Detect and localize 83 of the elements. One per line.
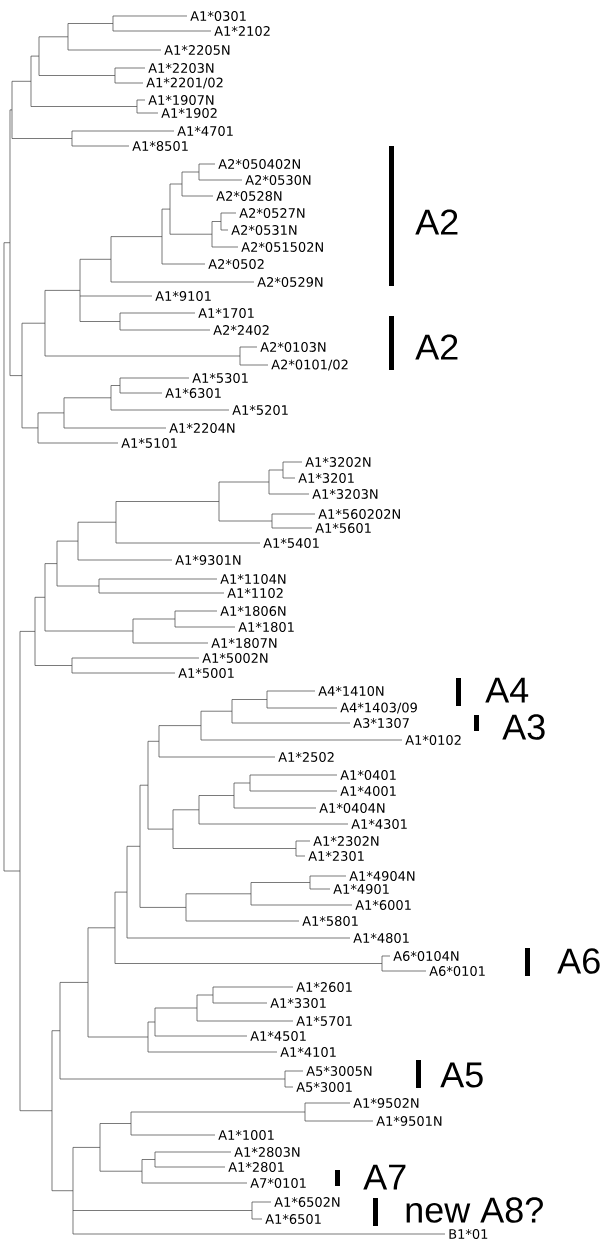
leaf-label: A1*5401 <box>263 538 319 548</box>
leaf-label: A1*1907N <box>148 95 214 105</box>
clade-label: A2 <box>415 334 458 360</box>
leaf-label: B1*01 <box>449 1229 488 1239</box>
leaf-label: A1*3301 <box>270 998 326 1008</box>
clade-label: A4 <box>485 677 529 703</box>
leaf-label: A1*1104N <box>220 574 286 584</box>
leaf-label: A1*3203N <box>312 489 378 499</box>
leaf-label: A1*2301 <box>308 851 364 861</box>
leaf-label: A4*1403/09 <box>340 702 417 714</box>
leaf-label: A1*5601 <box>315 523 371 533</box>
leaf-label: A1*4801 <box>353 933 409 943</box>
clade-label: A7 <box>363 1164 406 1190</box>
clade-label: A6 <box>557 948 600 974</box>
leaf-label: A1*1902 <box>161 108 217 118</box>
leaf-label: A3*1307 <box>353 718 409 728</box>
leaf-label: A1*4901 <box>333 884 389 894</box>
leaf-label: A1*6501 <box>265 1214 321 1224</box>
leaf-label: A1*0102 <box>405 735 461 745</box>
leaf-label: A1*4301 <box>351 819 407 829</box>
leaf-label: A1*1806N <box>220 606 286 616</box>
leaf-label: A1*0404N <box>319 803 385 813</box>
clade-label: A2 <box>415 209 458 235</box>
leaf-label: A2*0527N <box>239 208 305 218</box>
leaf-label: A1*5801 <box>302 916 358 926</box>
leaf-label: A7*0101 <box>250 1178 306 1188</box>
leaf-label: A6*0104N <box>393 951 459 961</box>
leaf-label: A1*5101 <box>121 438 177 448</box>
leaf-label: A1*0301 <box>190 11 246 21</box>
leaf-label: A2*2402 <box>213 325 269 335</box>
leaf-label: A1*6301 <box>165 388 221 398</box>
leaf-label: A2*0529N <box>257 277 323 287</box>
leaf-label: A1*1807N <box>211 638 277 648</box>
leaf-label: A1*1701 <box>198 308 254 318</box>
leaf-label: A1*2204N <box>169 423 235 433</box>
leaf-label: A1*0401 <box>340 770 396 780</box>
leaf-label: A1*2201/02 <box>146 77 223 89</box>
leaf-label: A1*9301N <box>175 555 241 565</box>
clade-label: A3 <box>502 714 545 740</box>
leaf-label: A2*0502 <box>208 259 264 269</box>
leaf-label: A1*4904N <box>349 871 415 881</box>
leaf-label: A5*3001 <box>296 1082 352 1092</box>
leaf-label: A2*0528N <box>216 191 282 201</box>
leaf-label: A1*4001 <box>340 786 396 796</box>
leaf-label: A1*2203N <box>148 63 214 73</box>
leaf-label: A2*0530N <box>245 175 311 185</box>
leaf-label: A1*6001 <box>355 900 411 910</box>
leaf-label: A1*5301 <box>192 373 248 383</box>
leaf-label: A1*1001 <box>218 1130 274 1140</box>
leaf-label: A1*2302N <box>313 836 379 846</box>
leaf-label: A2*050402N <box>218 159 300 169</box>
leaf-label: A1*2801 <box>228 1162 284 1172</box>
leaf-label: A2*051502N <box>241 242 323 252</box>
leaf-label: A2*0101/02 <box>271 359 348 371</box>
leaf-label: A1*1801 <box>238 622 294 632</box>
leaf-label: A1*2803N <box>234 1147 300 1157</box>
leaf-label: A6*0101 <box>429 966 485 976</box>
leaf-label: A2*0531N <box>231 225 297 235</box>
leaf-label: A5*3005N <box>306 1066 372 1076</box>
leaf-label: A1*4701 <box>177 126 233 136</box>
leaf-label: A1*560202N <box>318 509 400 519</box>
leaf-label: A2*0103N <box>260 342 326 352</box>
leaf-label: A1*6502N <box>274 1197 340 1207</box>
leaf-label: A1*5002N <box>202 653 268 663</box>
leaf-label: A1*3202N <box>305 457 371 467</box>
leaf-label: A1*2502 <box>278 752 334 762</box>
leaf-label: A1*9501N <box>376 1116 442 1126</box>
leaf-label: A1*1102 <box>227 588 283 598</box>
leaf-label: A1*9101 <box>155 291 211 301</box>
leaf-label: A1*5701 <box>296 1016 352 1026</box>
clade-label: new A8? <box>406 1197 543 1223</box>
leaf-label: A4*1410N <box>318 686 384 696</box>
leaf-label: A1*3201 <box>298 473 354 483</box>
leaf-label: A1*9502N <box>353 1098 419 1108</box>
leaf-label: A1*4501 <box>250 1031 306 1041</box>
leaf-label: A1*2205N <box>164 45 230 55</box>
leaf-label: A1*2601 <box>296 982 352 992</box>
leaf-label: A1*5001 <box>178 668 234 678</box>
clade-label: A5 <box>440 1062 483 1088</box>
leaf-label: A1*4101 <box>280 1047 336 1057</box>
leaf-label: A1*2102 <box>214 26 270 36</box>
leaf-label: A1*8501 <box>132 141 188 151</box>
leaf-label: A1*5201 <box>232 405 288 415</box>
